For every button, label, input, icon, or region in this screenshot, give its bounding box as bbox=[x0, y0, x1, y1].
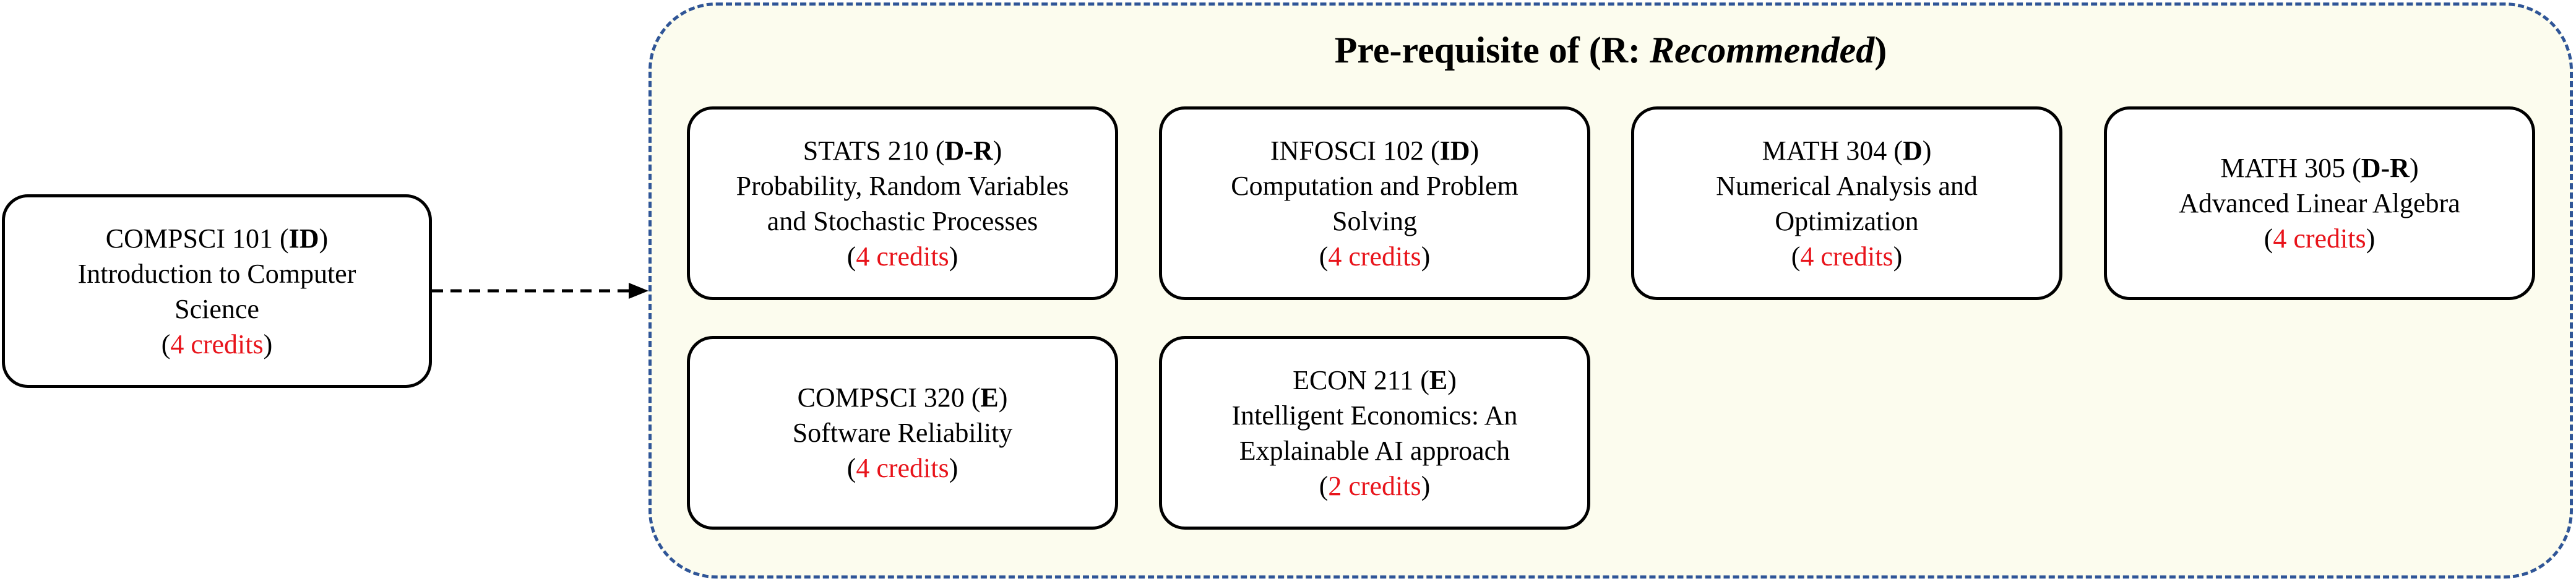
credits-value: 4 credits bbox=[856, 453, 949, 483]
course-title-line: Introduction to Computer bbox=[77, 258, 356, 289]
course-heading: STATS 210 (D-R) bbox=[803, 135, 1002, 166]
course-code: COMPSCI 320 bbox=[797, 382, 965, 413]
course-code: INFOSCI 102 bbox=[1270, 135, 1424, 166]
course-heading: ECON 211 (E) bbox=[1293, 364, 1457, 395]
course-credits: (2 credits) bbox=[1319, 470, 1431, 501]
course-credits: (4 credits) bbox=[1791, 241, 1903, 272]
course-title-line: Numerical Analysis and bbox=[1716, 170, 1978, 201]
group-title-emphasis: Recommended bbox=[1650, 30, 1875, 71]
group-title-prefix: Pre-requisite of (R: bbox=[1334, 30, 1650, 71]
course-credits: (4 credits) bbox=[161, 329, 273, 359]
course-code: COMPSCI 101 bbox=[105, 223, 273, 254]
course-box-econ-211[interactable]: ECON 211 (E) Intelligent Economics: An E… bbox=[1159, 336, 1590, 530]
course-title-line: Probability, Random Variables bbox=[736, 170, 1069, 201]
credits-value: 4 credits bbox=[1800, 241, 1893, 272]
course-title-line: Software Reliability bbox=[792, 418, 1013, 448]
course-code: STATS 210 bbox=[803, 135, 929, 166]
course-credits: (4 credits) bbox=[1319, 241, 1431, 272]
course-delivery: D-R bbox=[944, 135, 993, 166]
course-title-line: Science bbox=[174, 293, 259, 324]
course-title-line: Computation and Problem bbox=[1231, 170, 1518, 201]
credits-value: 4 credits bbox=[1328, 241, 1421, 272]
course-title-line: Solving bbox=[1332, 205, 1417, 236]
credits-value: 4 credits bbox=[2273, 223, 2366, 254]
credits-value: 2 credits bbox=[1328, 470, 1421, 501]
course-title-line: and Stochastic Processes bbox=[767, 205, 1038, 236]
course-heading: COMPSCI 101 (ID) bbox=[105, 223, 329, 254]
course-box-math-305[interactable]: MATH 305 (D-R) Advanced Linear Algebra (… bbox=[2104, 106, 2535, 300]
credits-value: 4 credits bbox=[170, 329, 264, 359]
course-title-line: Optimization bbox=[1775, 205, 1919, 236]
course-box-stats-210[interactable]: STATS 210 (D-R) Probability, Random Vari… bbox=[687, 106, 1118, 300]
course-box-compsci-320[interactable]: COMPSCI 320 (E) Software Reliability (4 … bbox=[687, 336, 1118, 530]
course-box-compsci-101[interactable]: COMPSCI 101 (ID) Introduction to Compute… bbox=[2, 194, 432, 388]
group-title: Pre-requisite of (R: Recommended) bbox=[648, 28, 2573, 72]
arrowhead-icon bbox=[629, 283, 648, 299]
course-credits: (4 credits) bbox=[2264, 223, 2376, 254]
group-title-suffix: ) bbox=[1874, 30, 1887, 71]
course-credits: (4 credits) bbox=[846, 241, 958, 272]
course-delivery: ID bbox=[288, 223, 319, 254]
course-heading: MATH 304 (D) bbox=[1762, 135, 1932, 166]
course-code: MATH 305 bbox=[2220, 153, 2346, 183]
course-code: MATH 304 bbox=[1762, 135, 1887, 166]
credits-value: 4 credits bbox=[856, 241, 949, 272]
course-box-math-304[interactable]: MATH 304 (D) Numerical Analysis and Opti… bbox=[1631, 106, 2062, 300]
course-box-infosci-102[interactable]: INFOSCI 102 (ID) Computation and Problem… bbox=[1159, 106, 1590, 300]
course-heading: COMPSCI 320 (E) bbox=[797, 382, 1008, 413]
course-heading: INFOSCI 102 (ID) bbox=[1270, 135, 1480, 166]
course-delivery: D bbox=[1902, 135, 1923, 166]
course-delivery: ID bbox=[1439, 135, 1470, 166]
course-heading: MATH 305 (D-R) bbox=[2220, 153, 2419, 183]
course-title-line: Intelligent Economics: An bbox=[1231, 400, 1518, 431]
course-delivery: D-R bbox=[2361, 153, 2410, 183]
course-credits: (4 credits) bbox=[846, 453, 958, 483]
course-title-line: Advanced Linear Algebra bbox=[2179, 188, 2460, 218]
course-delivery: E bbox=[1429, 364, 1448, 395]
course-title-line: Explainable AI approach bbox=[1239, 435, 1510, 466]
course-code: ECON 211 bbox=[1293, 364, 1414, 395]
course-delivery: E bbox=[980, 382, 999, 413]
